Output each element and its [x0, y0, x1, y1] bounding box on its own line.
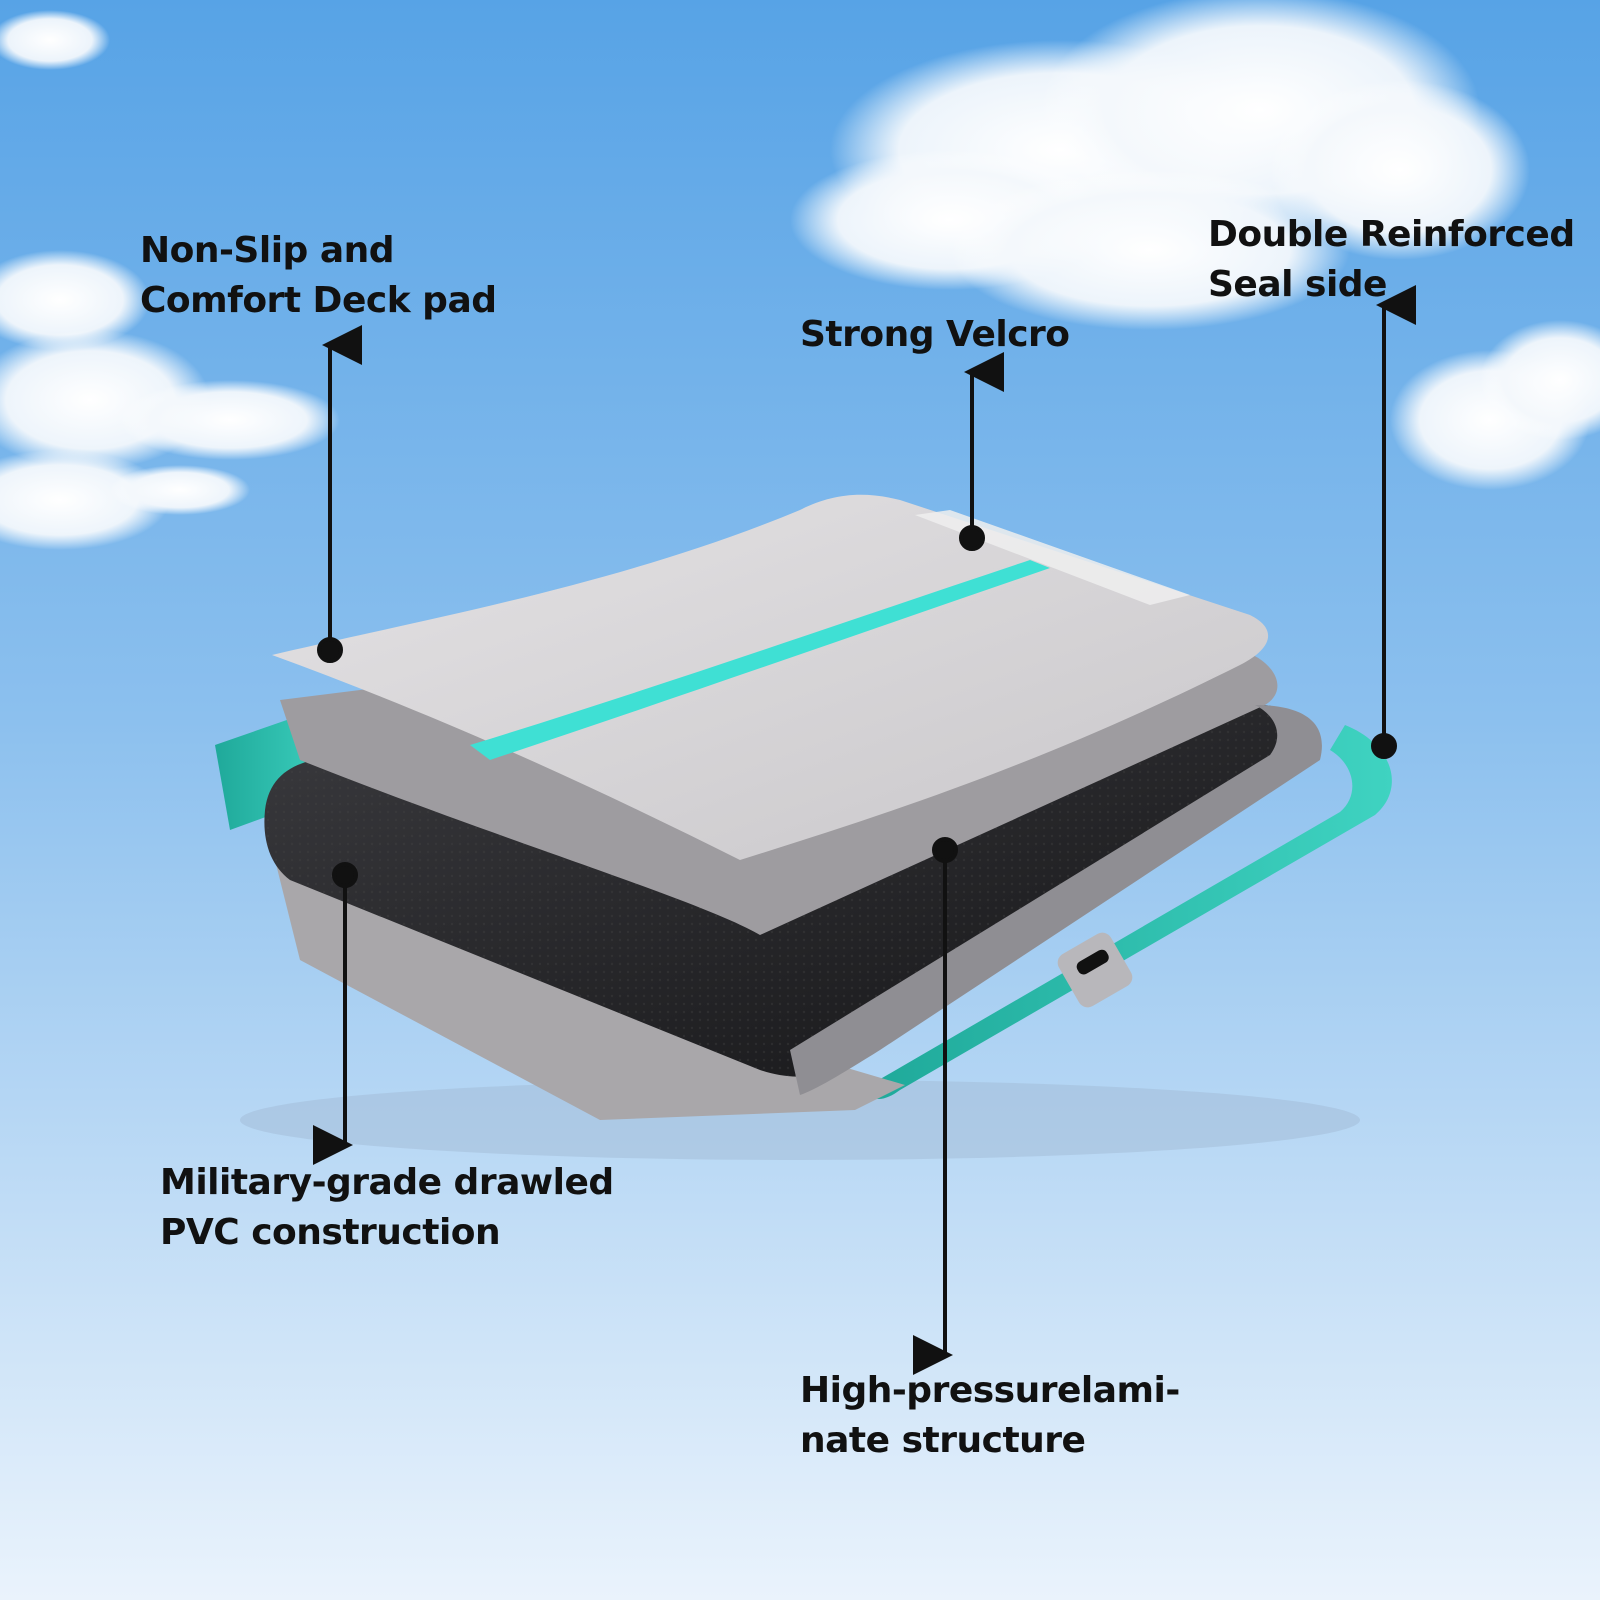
nonslip-dot: [317, 637, 343, 663]
mat-shadow: [240, 1080, 1360, 1160]
callout-text: Seal side: [1208, 264, 1387, 305]
callout-text: Double Reinforced: [1208, 214, 1575, 255]
deck-pad: [272, 494, 1269, 860]
handle-strap: [1076, 949, 1109, 975]
callout-lines: [313, 285, 1416, 1375]
pvc-dot: [332, 862, 358, 888]
callout-text: Strong Velcro: [800, 314, 1070, 355]
callout-text: Military-grade drawled: [160, 1162, 614, 1203]
carry-handle: [1057, 932, 1133, 1008]
clouds: [0, 0, 1600, 550]
callout-laminate-structure: High-pressurelami- nate structure: [800, 1366, 1180, 1466]
callout-text: High-pressurelami-: [800, 1370, 1180, 1411]
callout-text: Comfort Deck pad: [140, 280, 497, 321]
side-wall: [790, 705, 1322, 1095]
teal-right-tube: [869, 725, 1392, 1100]
callout-pvc-construction: Military-grade drawled PVC construction: [160, 1158, 614, 1258]
teal-stripe: [470, 560, 1050, 760]
seal-dot: [1371, 733, 1397, 759]
callout-text: Non-Slip and: [140, 230, 395, 271]
callout-strong-velcro: Strong Velcro: [800, 310, 1070, 360]
velcro-dot: [959, 525, 985, 551]
callout-nonslip-deck-pad: Non-Slip and Comfort Deck pad: [140, 226, 497, 326]
callout-text: nate structure: [800, 1420, 1086, 1461]
callout-double-reinforced-seal: Double Reinforced Seal side: [1208, 210, 1575, 310]
callout-text: PVC construction: [160, 1212, 501, 1253]
laminate-dot: [932, 837, 958, 863]
